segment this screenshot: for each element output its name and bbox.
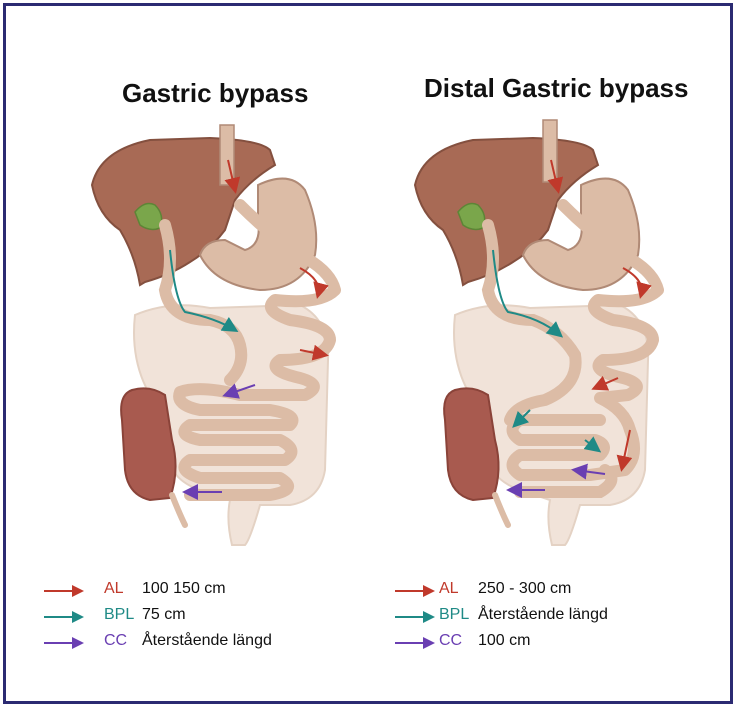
- legend-value-al: 250 - 300 cm: [478, 580, 572, 597]
- ascending-colon: [120, 387, 177, 502]
- small-intestine: [173, 199, 341, 501]
- gallbladder: [457, 202, 486, 231]
- al-flow-arrow: [299, 344, 329, 361]
- gastric-bypass-illustration: [90, 124, 341, 546]
- cc-flow-arrow: [571, 463, 606, 480]
- gastric-bypass-title: Gastric bypass: [122, 78, 309, 108]
- teal-arrow-icon: [395, 611, 435, 623]
- bpl-flow-arrow: [583, 436, 602, 453]
- biliopancreatic-limb: [158, 219, 248, 386]
- legend-row-al: AL 100 150 cm: [44, 578, 364, 604]
- legend-row-cc: CC Återstående längd: [44, 630, 364, 656]
- bpl-flow-arrow: [512, 409, 531, 428]
- figure-frame: [3, 3, 733, 704]
- al-flow-arrow: [591, 375, 619, 391]
- legend-row-cc: CC 100 cm: [395, 630, 715, 656]
- distal-gastric-bypass-title: Distal Gastric bypass: [424, 73, 689, 103]
- gallbladder: [134, 202, 163, 231]
- legend-label-cc: CC: [439, 632, 463, 649]
- red-arrow-icon: [395, 585, 435, 597]
- stomach-remnant: [198, 177, 318, 292]
- al-flow-arrow: [547, 159, 564, 194]
- bpl-flow-arrow: [169, 249, 239, 333]
- legend-value-cc: 100 cm: [478, 632, 531, 649]
- legend-value-cc: Återstående längd: [142, 632, 272, 649]
- legend-label-cc: CC: [104, 632, 128, 649]
- legend-distal-gastric-bypass: AL 250 - 300 cm BPL Återstående längd CC…: [395, 578, 715, 656]
- distal-gastric-bypass-illustration: [413, 119, 664, 546]
- legend-label-bpl: BPL: [439, 606, 470, 623]
- red-arrow-icon: [44, 585, 84, 597]
- legend-label-al: AL: [104, 580, 124, 597]
- al-flow-arrow: [616, 429, 633, 472]
- common-channel-limb: [514, 464, 618, 498]
- al-flow-arrow: [622, 267, 652, 299]
- cc-flow-arrow: [222, 383, 256, 399]
- appendix: [169, 492, 188, 528]
- al-flow-arrow: [224, 159, 241, 194]
- legend-value-bpl: Återstående längd: [478, 606, 608, 623]
- al-flow-arrow: [299, 267, 329, 299]
- legend-label-al: AL: [439, 580, 459, 597]
- appendix: [492, 492, 511, 528]
- ascending-colon: [443, 387, 500, 502]
- legend-row-bpl: BPL 75 cm: [44, 604, 364, 630]
- small-intestine: [506, 199, 664, 481]
- legend-row-al: AL 250 - 300 cm: [395, 578, 715, 604]
- purple-arrow-icon: [44, 637, 84, 649]
- legend-gastric-bypass: AL 100 150 cm BPL 75 cm CC Återstående l…: [44, 578, 364, 656]
- legend-value-bpl: 75 cm: [142, 606, 186, 623]
- bpl-flow-arrow: [492, 249, 564, 338]
- stomach-remnant: [521, 177, 641, 292]
- legend-value-al: 100 150 cm: [142, 580, 226, 597]
- legend-row-bpl: BPL Återstående längd: [395, 604, 715, 630]
- legend-label-bpl: BPL: [104, 606, 135, 623]
- teal-arrow-icon: [44, 611, 84, 623]
- purple-arrow-icon: [395, 637, 435, 649]
